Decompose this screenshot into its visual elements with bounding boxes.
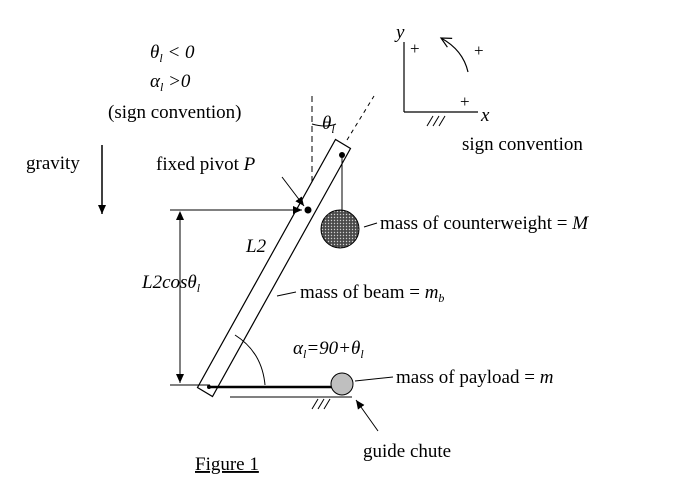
vertical-dimension-label: L2cosθl [141, 272, 201, 295]
beam-axis-extension [346, 95, 375, 141]
plus-rotation: + [474, 41, 484, 60]
gravity-label: gravity [26, 153, 80, 174]
theta-inequality: θl < 0 [150, 42, 195, 65]
alpha-angle-arc [234, 334, 266, 386]
figure-caption: Figure 1 [195, 454, 259, 475]
legend-ground-hatch [426, 115, 446, 127]
plus-x: + [460, 92, 470, 111]
alpha-inequality: αl >0 [150, 71, 191, 94]
beam [196, 138, 352, 398]
guide-chute-arrow [355, 399, 379, 432]
fixed-pivot-arrow [281, 176, 305, 207]
sign-convention-note: (sign convention) [108, 102, 242, 123]
chute-ground-hatch [311, 398, 331, 410]
x-axis-label: x [480, 105, 490, 126]
counterweight-label: mass of counterweight = M [380, 213, 589, 234]
pivot-point [304, 206, 312, 214]
payload-mass-label: mass of payload = m [396, 367, 553, 388]
axes-legend: y + + + x sign convention [394, 22, 583, 155]
beam-length-label: L2 [245, 236, 267, 257]
theta-angle-arc [311, 123, 337, 127]
beam-mass-label: mass of beam = mb [300, 282, 444, 305]
fixed-pivot-label: fixed pivot P [156, 154, 256, 175]
guide-chute-label: guide chute [363, 441, 451, 462]
rotation-arrow [439, 37, 469, 73]
counterweight-mass [320, 209, 360, 249]
alpha-relation-label: αl=90+θl [293, 338, 364, 361]
theta-label: θl [322, 113, 335, 136]
axes-caption: sign convention [462, 134, 583, 155]
counterweight-leader [363, 222, 378, 228]
beam-leader [276, 291, 297, 297]
y-axis-label: y [394, 22, 405, 43]
payload-mass [330, 372, 354, 396]
plus-y: + [410, 39, 420, 58]
payload-leader [354, 376, 394, 382]
